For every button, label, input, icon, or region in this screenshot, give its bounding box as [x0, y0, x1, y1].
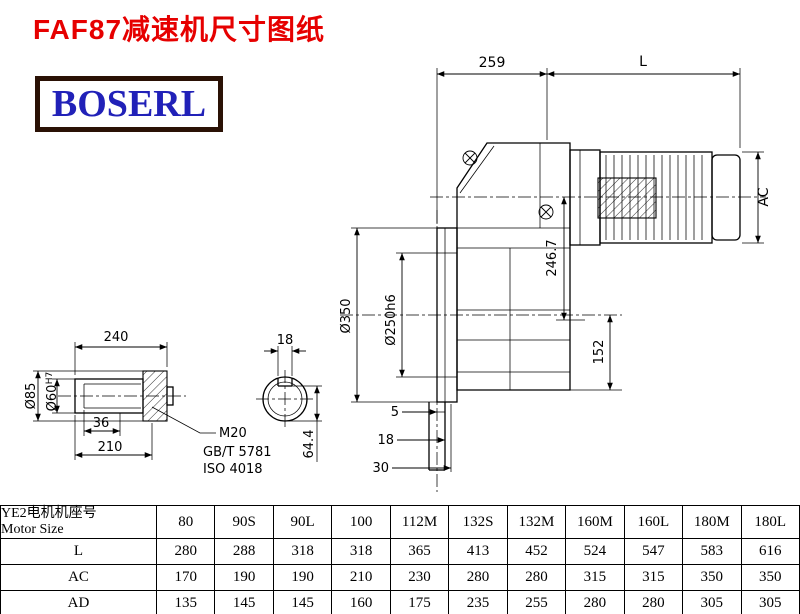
shaft-stub: [166, 386, 174, 406]
logo-text: BOSERL: [51, 83, 207, 125]
table-cell: 170: [155, 564, 216, 592]
table-cell: 255: [506, 590, 567, 614]
column-header: 180M: [682, 504, 742, 540]
column-header: 100: [331, 504, 391, 540]
gear-housing: [456, 142, 571, 391]
dim-step2: 18: [377, 433, 394, 448]
motor-stator-block: [597, 177, 657, 219]
table-cell: 280: [506, 564, 567, 592]
column-header: 112M: [389, 504, 450, 540]
row-label: AC: [0, 564, 157, 592]
table-cell: 280: [623, 590, 684, 614]
motor-size-table: YE2电机机座号 Motor Size 80 90S 90L 100 112M …: [0, 504, 800, 614]
dim-key-width: 18: [277, 333, 294, 348]
gearbox-front-view: 259 L AC Ø350 Ø250h6 246.7 152: [339, 54, 772, 492]
dim-step1: 5: [391, 405, 399, 420]
table-cell: 280: [448, 564, 508, 592]
label-thread: M20: [219, 426, 247, 441]
dim-lower-height: 152: [592, 340, 607, 365]
dim-36: 36: [93, 416, 110, 431]
column-header: 90L: [272, 504, 333, 540]
shaft-section-inner-circle: [267, 381, 303, 417]
row-label: AD: [0, 590, 157, 614]
table-cell: 190: [272, 564, 333, 592]
column-header: 80: [155, 504, 216, 540]
bolt-icon: [538, 204, 554, 220]
table-cell: 210: [331, 564, 391, 592]
table-cell: 145: [272, 590, 333, 614]
table-cell: 175: [389, 590, 450, 614]
dim-motor-diameter: AC: [756, 187, 772, 206]
table-cell: 235: [448, 590, 508, 614]
table-row-L: L 280 288 318 318 365 413 452 524 547 58…: [0, 538, 800, 566]
table-cell: 452: [506, 538, 567, 566]
table-cell: 315: [623, 564, 684, 592]
row-label: L: [0, 538, 157, 566]
dim-spigot-diameter: Ø250h6: [384, 294, 399, 346]
table-cell: 288: [214, 538, 274, 566]
table-cell: 547: [623, 538, 684, 566]
table-cell: 305: [740, 590, 800, 614]
dim-bore-tolerance: H7: [45, 372, 55, 385]
shaft-side-view: 240 Ø85 Ø60 H7 36 210 M20 G: [24, 330, 272, 477]
table-header-row: YE2电机机座号 Motor Size 80 90S 90L 100 112M …: [0, 504, 800, 540]
motor-size-header: YE2电机机座号 Motor Size: [0, 504, 157, 540]
table-cell: 413: [448, 538, 508, 566]
column-header: 180L: [740, 504, 800, 540]
dim-hub-diameter: Ø85: [24, 383, 39, 410]
motor-size-header-en: Motor Size: [1, 522, 64, 538]
table-cell: 145: [214, 590, 274, 614]
thread-leader-line: [151, 406, 216, 434]
dim-240: 240: [104, 330, 129, 345]
table-cell: 524: [565, 538, 625, 566]
dim-259: 259: [479, 55, 506, 71]
table-cell: 160: [331, 590, 391, 614]
dim-step3: 30: [372, 461, 389, 476]
label-standard-iso: ISO 4018: [203, 462, 263, 477]
dim-210: 210: [98, 440, 123, 455]
motor-fan-cover: [711, 154, 741, 241]
column-header: 160L: [623, 504, 684, 540]
table-cell: 350: [740, 564, 800, 592]
table-cell: 230: [389, 564, 450, 592]
motor-size-header-cn: YE2电机机座号: [1, 506, 97, 521]
table-cell: 190: [214, 564, 274, 592]
column-header: 90S: [214, 504, 274, 540]
page-title: FAF87减速机尺寸图纸: [33, 14, 326, 45]
dim-key-height: 64.4: [302, 430, 317, 459]
column-header: 132M: [506, 504, 567, 540]
table-row-AD: AD 135 145 145 160 175 235 255 280 280 3…: [0, 590, 800, 614]
column-header: 132S: [448, 504, 508, 540]
column-header: 160M: [565, 504, 625, 540]
table-cell: 318: [272, 538, 333, 566]
dim-bore-diameter: Ø60: [45, 385, 60, 412]
table-cell: 616: [740, 538, 800, 566]
table-row-AC: AC 170 190 190 210 230 280 280 315 315 3…: [0, 564, 800, 592]
table-cell: 365: [389, 538, 450, 566]
bolt-icon: [462, 150, 478, 166]
boserl-logo: BOSERL: [35, 76, 223, 132]
dim-axis-height: 246.7: [545, 239, 560, 276]
table-cell: 350: [682, 564, 742, 592]
table-cell: 583: [682, 538, 742, 566]
dim-motor-length: L: [639, 54, 647, 70]
table-cell: 135: [155, 590, 216, 614]
table-cell: 280: [565, 590, 625, 614]
table-cell: 318: [331, 538, 391, 566]
dim-flange-diameter: Ø350: [339, 298, 354, 333]
table-cell: 315: [565, 564, 625, 592]
motor-adapter: [569, 149, 601, 246]
table-cell: 280: [155, 538, 216, 566]
keyway-section-view: 18 64.4: [256, 333, 322, 462]
label-standard-gb: GB/T 5781: [203, 445, 272, 460]
table-cell: 305: [682, 590, 742, 614]
technical-drawing: 240 Ø85 Ø60 H7 36 210 M20 G: [24, 54, 772, 492]
